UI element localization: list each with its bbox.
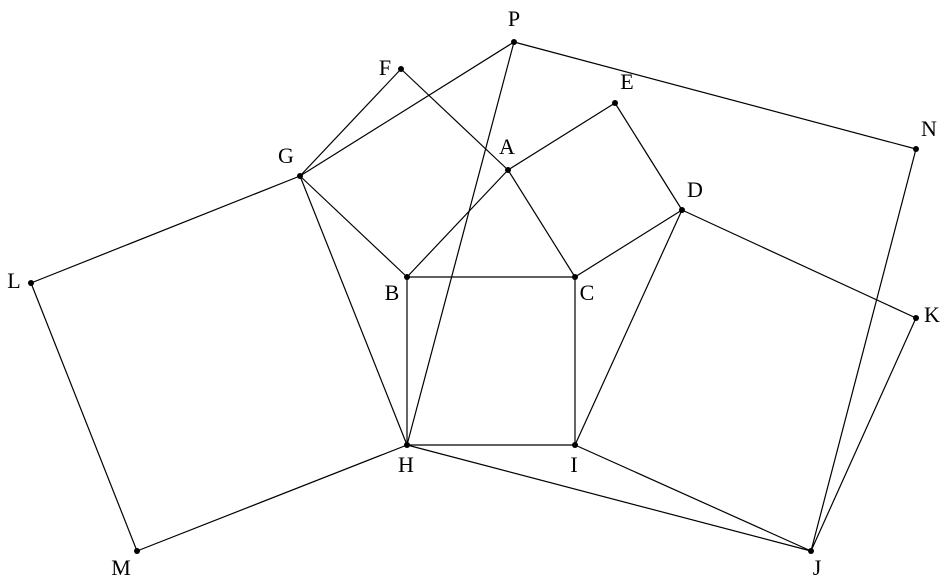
segment-ph: [406, 41, 515, 446]
point-label-k: K: [924, 302, 940, 327]
point-h: [404, 442, 410, 448]
segment-ae: [507, 102, 616, 171]
segment-mh: [136, 444, 408, 552]
segment-gb: [299, 175, 408, 278]
point-n: [913, 146, 919, 152]
point-f: [398, 66, 404, 72]
point-label-d: D: [687, 177, 703, 202]
point-label-e: E: [620, 69, 633, 94]
segment-id: [574, 209, 683, 446]
segment-ac: [507, 169, 576, 278]
segment-af: [400, 68, 509, 171]
segment-gp: [299, 41, 515, 177]
point-i: [572, 442, 578, 448]
segment-ji: [574, 444, 812, 552]
point-label-n: N: [921, 116, 937, 141]
segment-ed: [614, 102, 683, 211]
point-g: [297, 173, 303, 179]
point-label-i: I: [570, 452, 577, 477]
point-label-c: C: [580, 280, 595, 305]
point-j: [808, 548, 814, 554]
segment-gl: [30, 175, 301, 284]
point-k: [913, 315, 919, 321]
point-label-j: J: [813, 555, 822, 580]
labels-layer: P F E N A G D L B C K H I M J: [7, 6, 940, 580]
point-e: [612, 100, 618, 106]
segment-nj: [810, 148, 917, 552]
point-label-f: F: [379, 55, 391, 80]
point-label-a: A: [499, 134, 515, 159]
segment-dc: [574, 209, 683, 278]
segment-hg: [299, 175, 408, 446]
point-label-g: G: [278, 143, 294, 168]
point-b: [404, 274, 410, 280]
segment-lm: [30, 282, 138, 552]
segment-kj: [810, 317, 917, 552]
points-layer: [28, 39, 919, 554]
point-label-b: B: [385, 280, 400, 305]
point-a: [505, 167, 511, 173]
segment-ab: [406, 169, 509, 278]
segment-fg: [299, 68, 402, 177]
point-m: [134, 548, 140, 554]
point-c: [572, 274, 578, 280]
point-label-m: M: [111, 555, 131, 580]
point-label-h: H: [398, 452, 414, 477]
point-label-l: L: [7, 268, 20, 293]
point-d: [679, 207, 685, 213]
point-p: [511, 39, 517, 45]
point-l: [28, 280, 34, 286]
segments-layer: [30, 41, 917, 552]
segment-pn: [513, 41, 917, 150]
segment-jh: [406, 444, 812, 552]
point-label-p: P: [508, 6, 520, 31]
segment-dk: [681, 209, 917, 319]
